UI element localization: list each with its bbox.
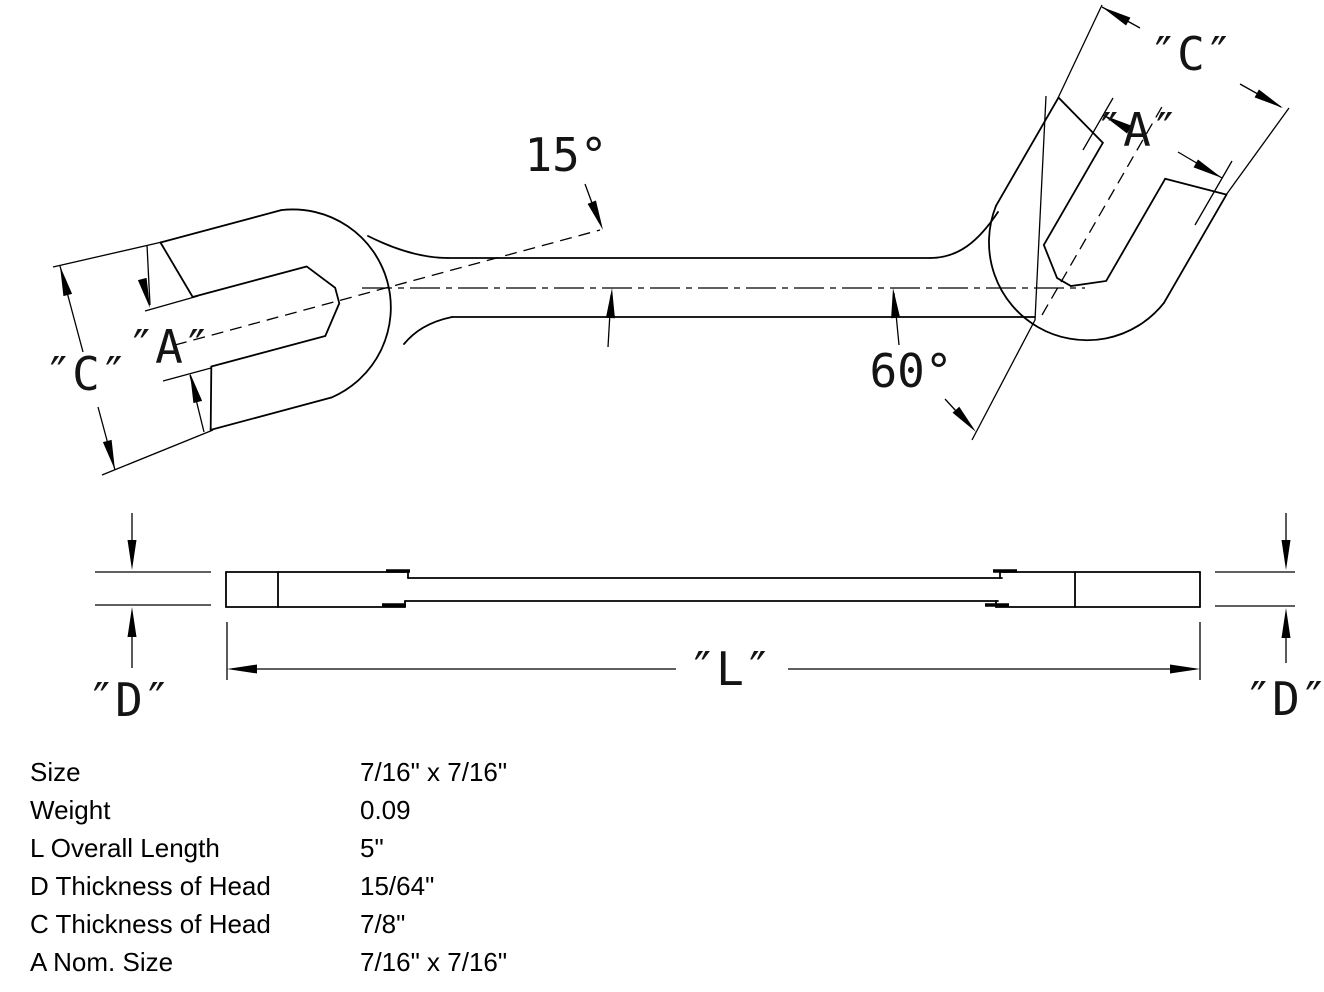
table-row: C Thickness of Head 7/8" [30,905,730,943]
angle-15-label: 15° [524,128,607,182]
spec-label: Weight [30,795,111,825]
dimension-labels: 15° 60° ″C″ ″A″ ″C″ ″A″ ″D″ ″L″ ″D″ [44,27,1324,727]
spec-label: L Overall Length [30,833,220,863]
table-row: D Thickness of Head 15/64" [30,867,730,905]
side-view-dimension-lines [95,513,1295,680]
spec-value: 7/16" x 7/16" [360,757,508,787]
table-row: Size 7/16" x 7/16" [30,753,730,791]
spec-value: 0.09 [360,795,411,825]
spec-value: 7/8" [360,909,406,939]
angle-60-label: 60° [869,344,952,398]
spec-value: 15/64" [360,871,435,901]
table-row: L Overall Length 5" [30,829,730,867]
length-l-label: ″L″ [688,642,771,696]
table-row: Weight 0.09 [30,791,730,829]
wrench-technical-drawing: 15° 60° ″C″ ″A″ ″C″ ″A″ ″D″ ″L″ ″D″ [44,3,1324,727]
spec-value: 5" [360,833,384,863]
spec-value: 7/16" x 7/16" [360,947,508,977]
a-left-label: ″A″ [127,320,210,374]
spec-label: C Thickness of Head [30,909,271,939]
spec-label: A Nom. Size [30,947,174,977]
spec-label: D Thickness of Head [30,871,271,901]
spec-label: Size [30,757,81,787]
c-left-label: ″C″ [44,347,127,401]
d-left-label: ″D″ [87,673,170,727]
c-right-label: ″C″ [1149,27,1232,81]
table-row: A Nom. Size 7/16" x 7/16" [30,943,730,981]
wrench-top-view-outline [159,96,1228,431]
spec-table: Size 7/16" x 7/16" Weight 0.09 L Overall… [30,753,730,981]
a-right-label: ″A″ [1095,103,1178,157]
wrench-side-view-outline [225,569,1201,608]
d-right-label: ″D″ [1244,672,1324,726]
top-view-dimension-lines [52,3,1290,476]
